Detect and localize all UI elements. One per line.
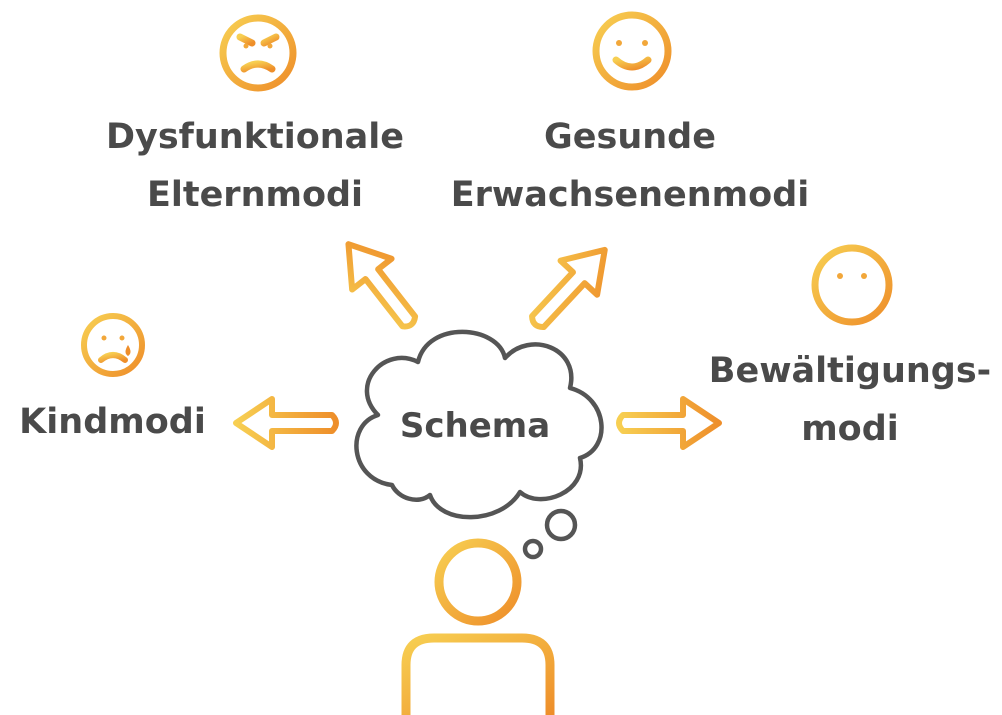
schema-text: Schema [399,406,551,446]
angry-face-icon [219,14,297,92]
label-healthy-adult-modes: Gesunde Erwachsenenmodi [440,108,820,224]
label-dysfunctional-line2: Elternmodi [146,175,364,215]
smiling-face-icon [592,11,672,91]
arrow-to-healthy-adult-modes [529,246,608,331]
arrow-to-coping-modes [616,396,722,450]
label-coping-line1: Bewältigungs- [708,351,992,391]
label-child-line1: Kindmodi [19,402,206,442]
thought-cloud [354,329,604,560]
arrow-to-child-modes [233,396,339,450]
label-coping-modes: Bewältigungs- modi [690,342,1002,458]
person-icon [401,538,555,715]
label-dysfunctional-line1: Dysfunktionale [105,117,405,157]
label-healthy-line1: Gesunde [544,117,716,157]
label-healthy-line2: Erwachsenenmodi [450,175,810,215]
label-coping-line2: modi [801,409,899,449]
label-schema: Schema [370,396,580,456]
arrow-to-parent-modes [345,241,419,330]
label-child-modes: Kindmodi [10,393,215,451]
neutral-face-icon [811,244,893,326]
label-dysfunctional-parent-modes: Dysfunktionale Elternmodi [80,108,430,224]
crying-face-icon [81,313,145,377]
